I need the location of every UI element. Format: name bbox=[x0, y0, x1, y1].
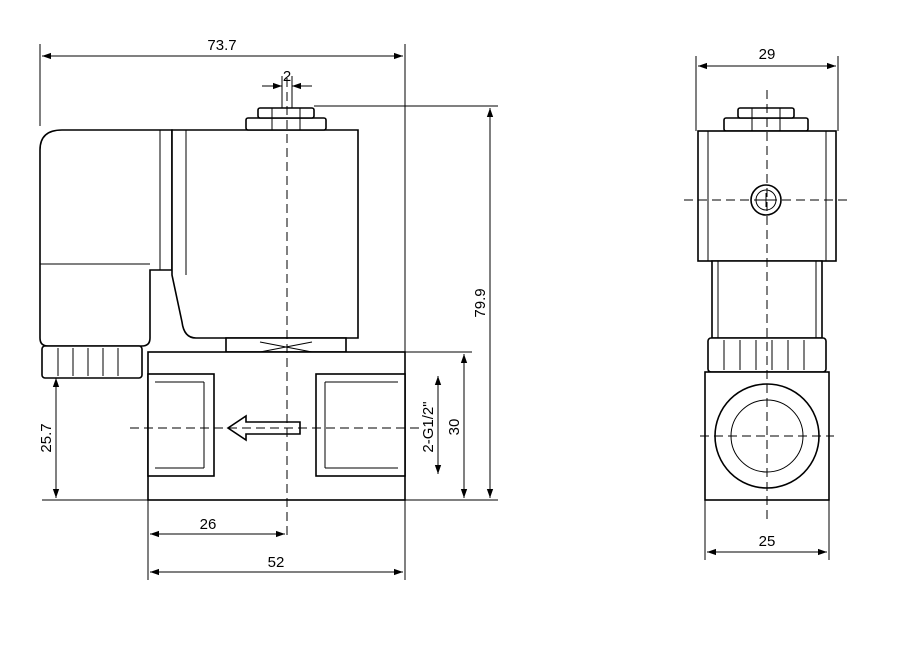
dim-stem-width: 2 bbox=[283, 68, 291, 85]
connector-plug bbox=[39, 129, 173, 347]
dim-overall-height: 79.9 bbox=[472, 288, 489, 317]
dim-body-height: 30 bbox=[446, 419, 463, 436]
inlet-port bbox=[147, 373, 215, 477]
dim-overall-width: 73.7 bbox=[207, 37, 236, 54]
armature-neck bbox=[225, 337, 347, 353]
dim-body-width: 52 bbox=[268, 554, 285, 571]
dim-half-width: 26 bbox=[200, 516, 217, 533]
outlet-port bbox=[315, 373, 406, 477]
side-top-nut bbox=[723, 107, 809, 132]
dim-thread-spec: 2-G1/2" bbox=[420, 401, 437, 452]
side-dimensions: 29 25 bbox=[695, 46, 839, 560]
side-gland-ring bbox=[707, 337, 827, 373]
front-dimensions: 73.7 2 79.9 30 2-G1/2" 25.7 26 52 bbox=[38, 37, 498, 580]
side-view bbox=[684, 90, 850, 520]
dim-inlet-height: 25.7 bbox=[38, 423, 55, 452]
dim-coil-width: 29 bbox=[759, 46, 776, 63]
dim-side-body-width: 25 bbox=[759, 533, 776, 550]
top-nut bbox=[245, 107, 327, 131]
coil-housing bbox=[171, 129, 359, 339]
front-view bbox=[39, 78, 420, 540]
cable-gland bbox=[41, 345, 143, 379]
